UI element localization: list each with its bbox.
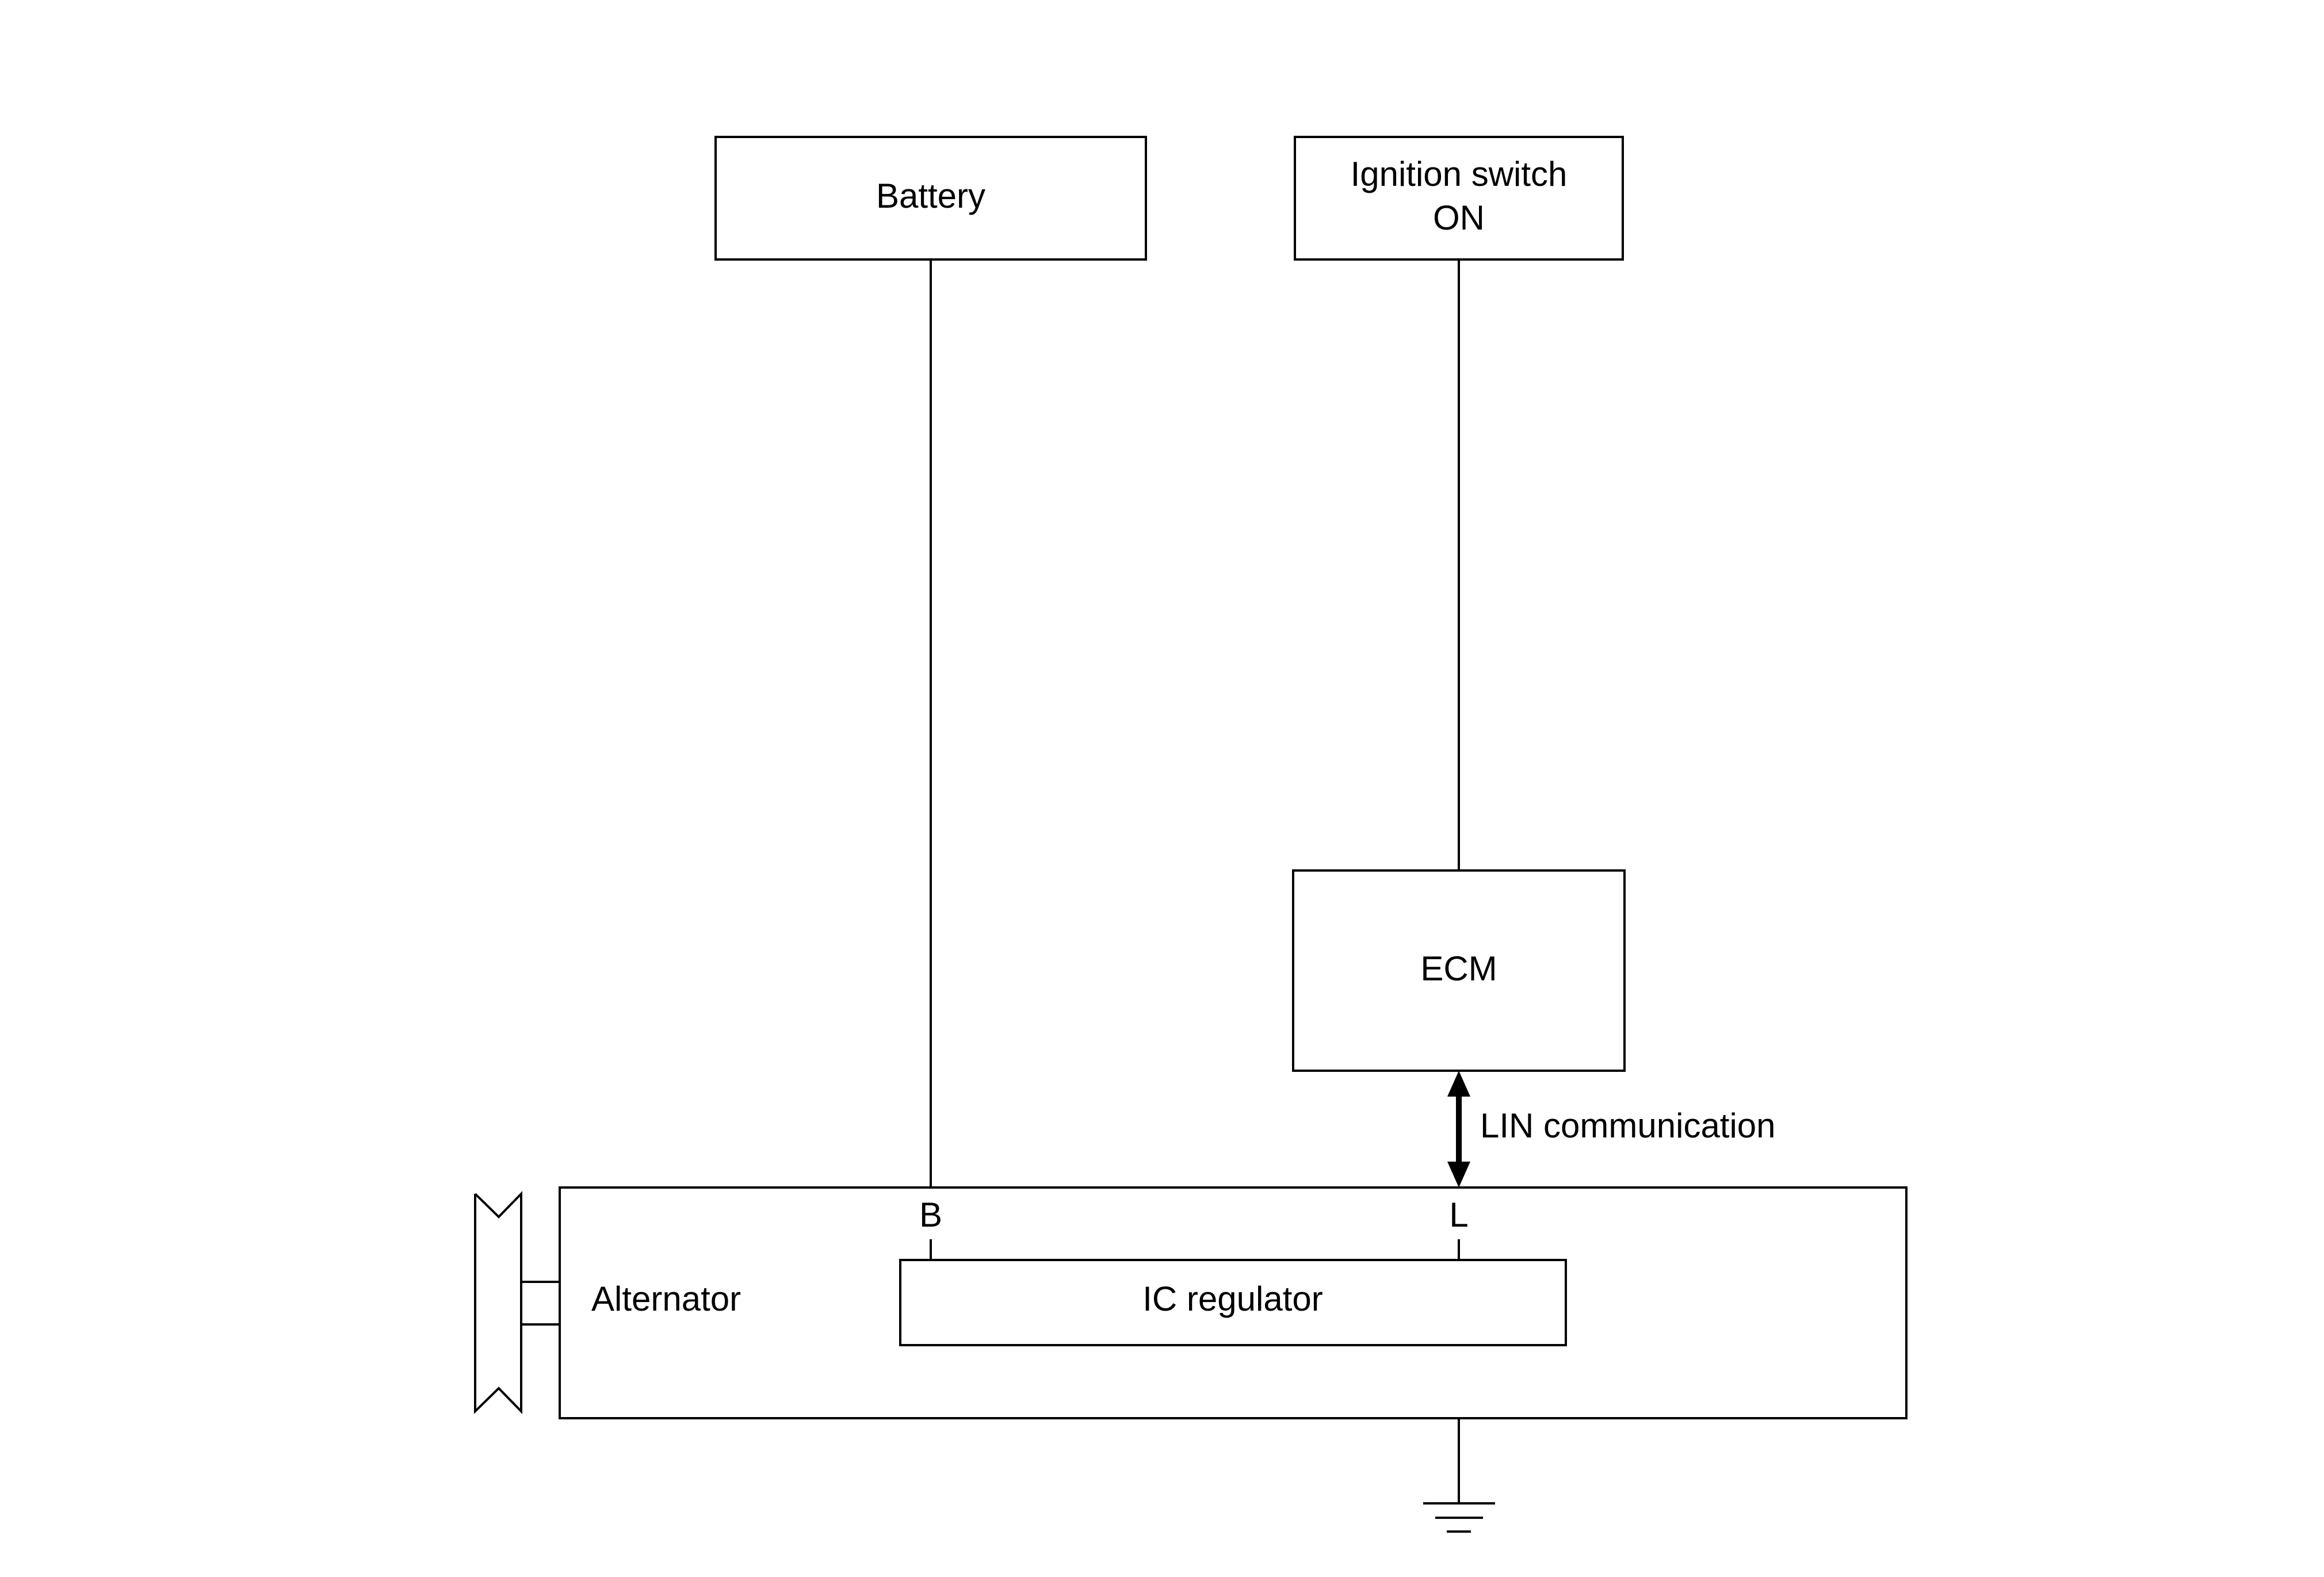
ecm-box — [1292, 869, 1626, 1072]
ecm-label: ECM — [1420, 949, 1497, 988]
lin-arrowhead-up — [1447, 1071, 1470, 1097]
pulley-icon — [474, 1191, 522, 1414]
battery-box — [714, 136, 1147, 261]
lin-arrowhead-down — [1447, 1162, 1470, 1187]
ignition-switch-box — [1294, 136, 1624, 261]
ic-regulator-box — [899, 1259, 1567, 1346]
terminal-l-label: L — [1449, 1196, 1468, 1234]
battery-label: Battery — [876, 177, 985, 215]
ic-regulator-label: IC regulator — [1142, 1280, 1322, 1318]
ground-icon — [1423, 1502, 1495, 1533]
lin-communication-label: LIN communication — [1480, 1106, 1776, 1145]
alternator-label: Alternator — [591, 1280, 741, 1318]
ignition-switch-state-label: ON — [1433, 198, 1485, 237]
ignition-switch-label: Ignition switch — [1351, 155, 1568, 193]
terminal-b-label: B — [919, 1196, 942, 1234]
